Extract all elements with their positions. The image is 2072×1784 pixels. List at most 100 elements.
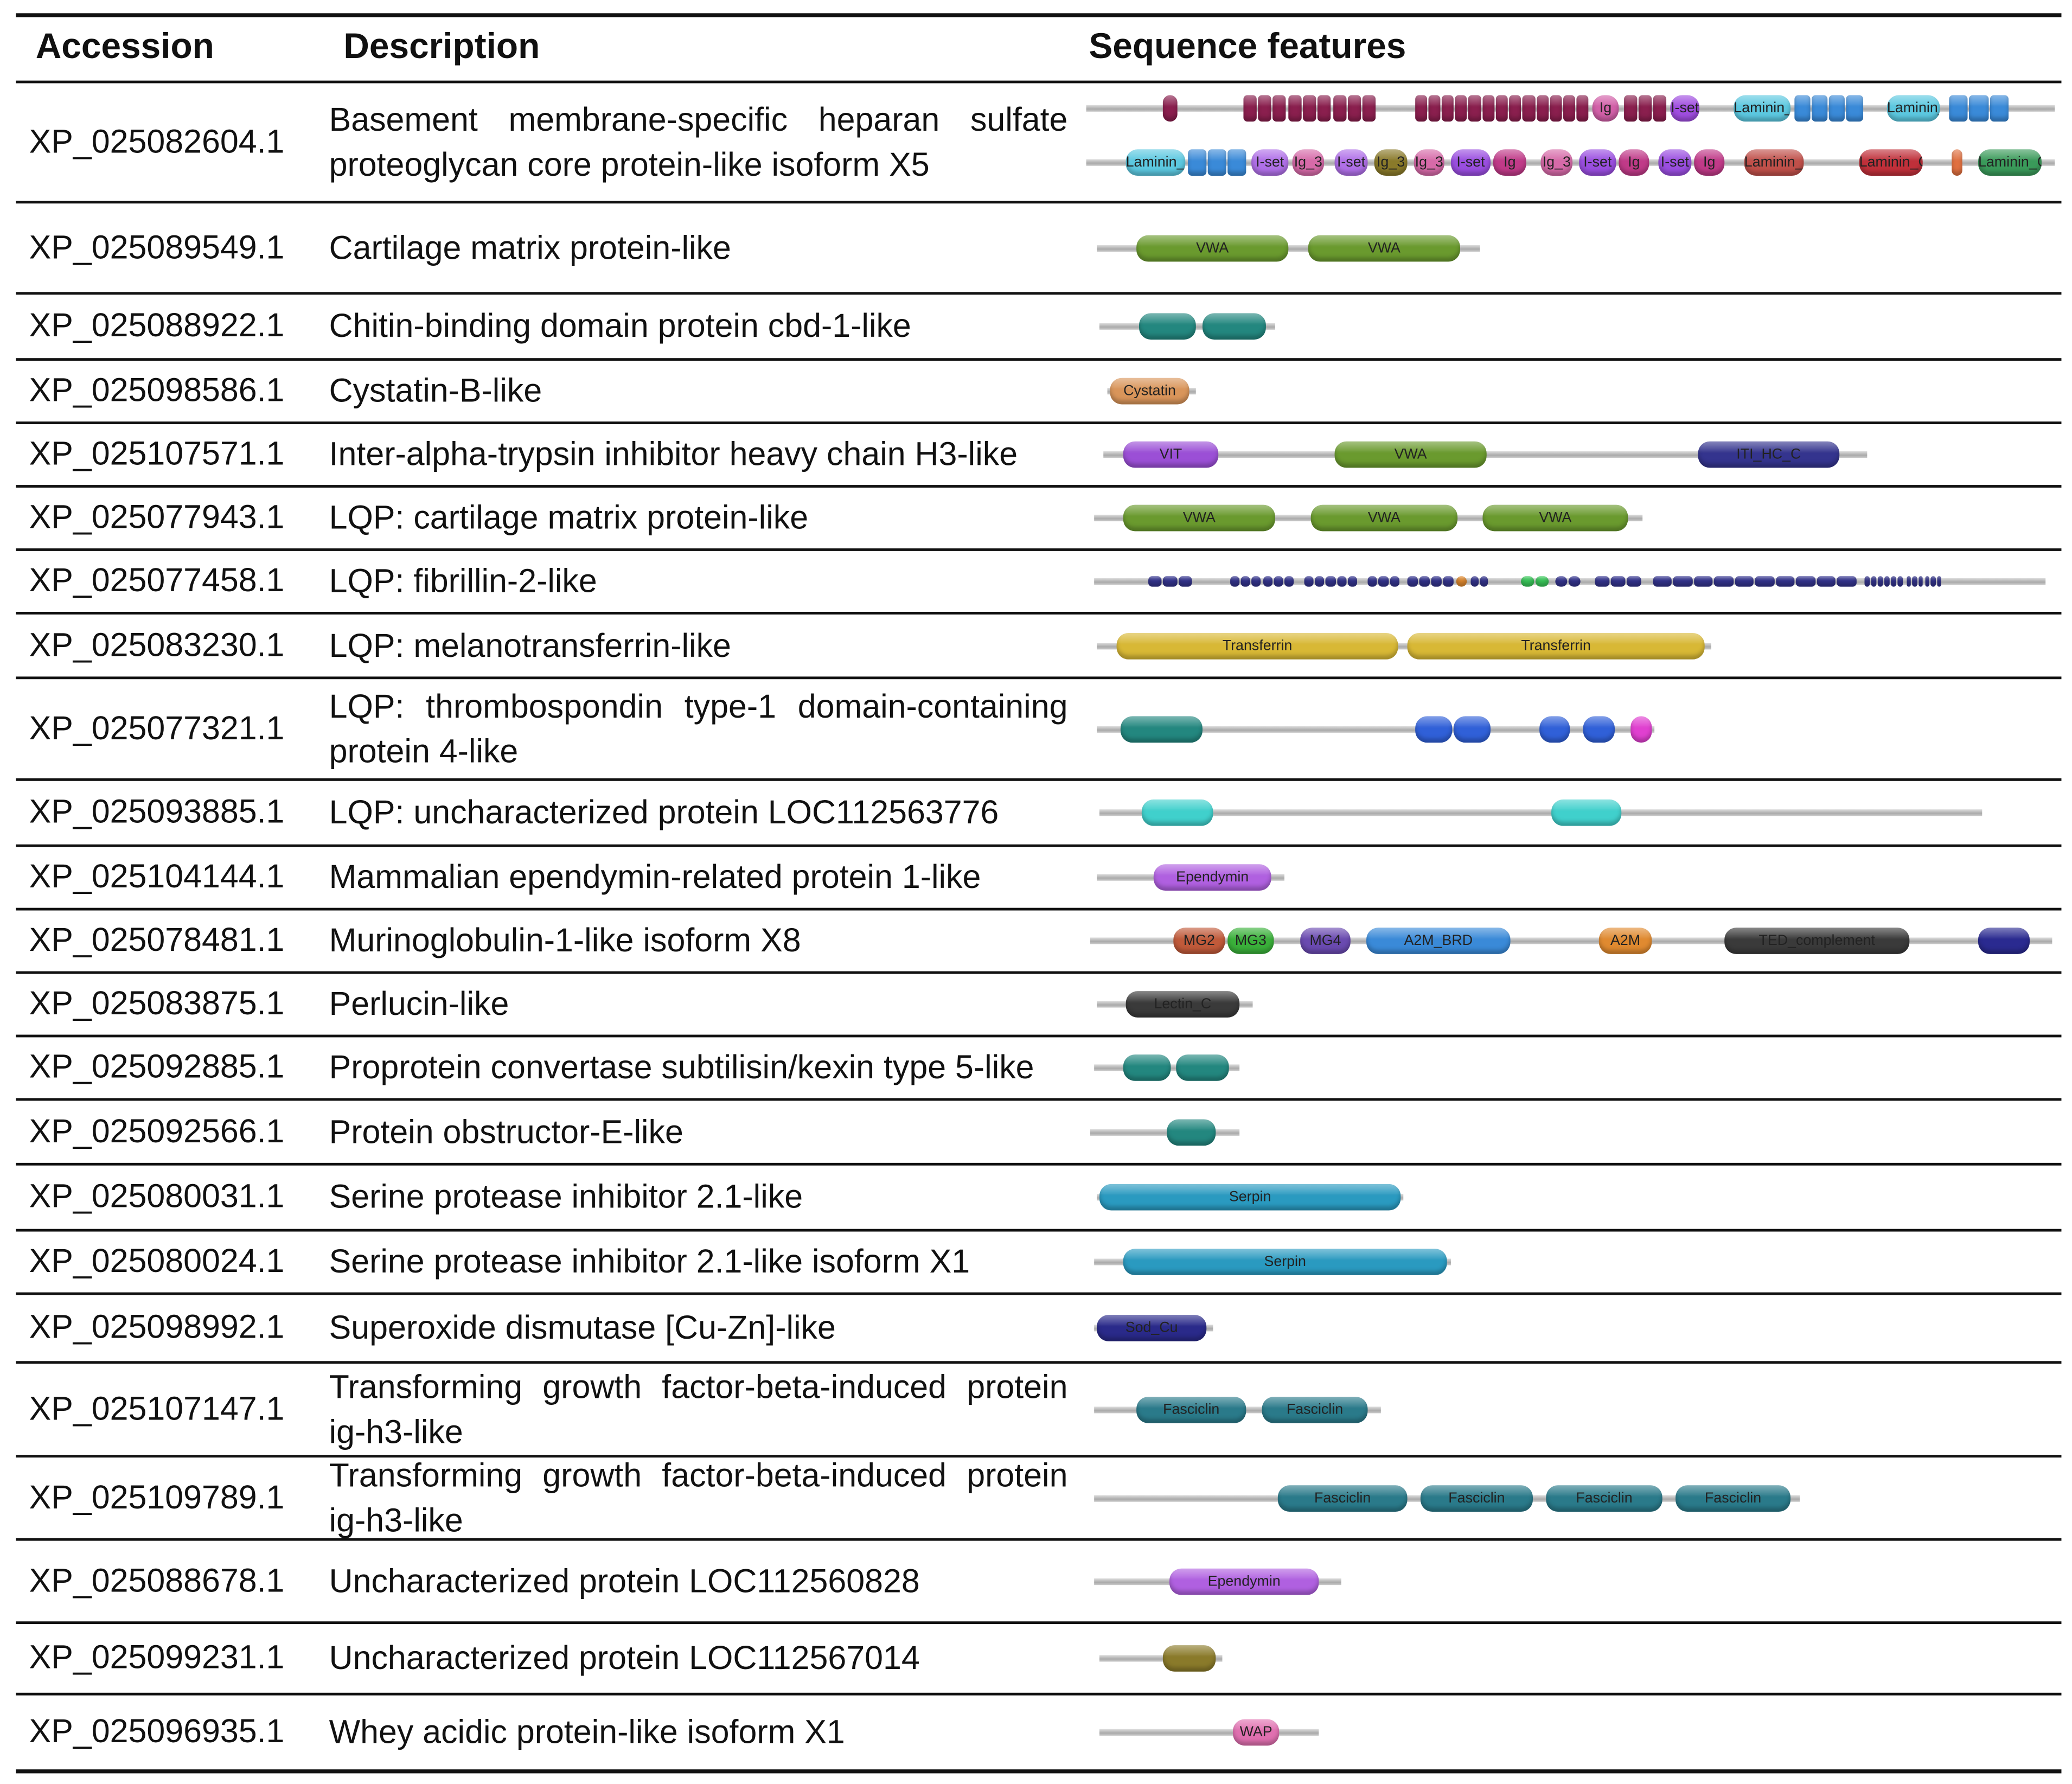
domain-feature xyxy=(1363,95,1377,122)
domain-a2m-brd: A2M_BRD xyxy=(1366,928,1511,954)
domain-feature xyxy=(1468,95,1481,122)
domain-feature xyxy=(1176,1054,1229,1081)
row-rule xyxy=(16,1621,2062,1625)
accession-cell: XP_025098992.1 xyxy=(29,1309,285,1346)
accession-cell: XP_025077943.1 xyxy=(29,498,285,536)
protein-backbone xyxy=(1099,809,1983,816)
domain-feature xyxy=(1251,576,1262,587)
row-rule xyxy=(16,548,2062,551)
domain-feature xyxy=(1906,576,1911,587)
domain-feature xyxy=(1568,576,1580,587)
header-rule xyxy=(16,80,2062,84)
domain-feature xyxy=(1178,576,1193,587)
description-cell: Serine protease inhibitor 2.1-like xyxy=(329,1179,803,1216)
domain-vwa: VWA xyxy=(1136,234,1289,261)
accession-cell: XP_025083875.1 xyxy=(29,985,285,1022)
domain-feature xyxy=(1326,576,1336,587)
domain-feature xyxy=(1673,576,1692,587)
domain-feature xyxy=(1406,576,1417,587)
domain-feature xyxy=(1713,576,1734,587)
accession-cell: XP_025109789.1 xyxy=(29,1479,285,1516)
domain-feature xyxy=(1583,715,1615,742)
domain-feature xyxy=(1430,576,1441,587)
domain-feature xyxy=(1870,576,1876,587)
description-cell: LQP: cartilage matrix protein-like xyxy=(329,499,809,537)
domain-i-set: I-set xyxy=(1251,149,1289,176)
description-cell: Proprotein convertase subtilisin/kexin t… xyxy=(329,1049,1034,1086)
domain-feature xyxy=(1229,576,1239,587)
domain-feature xyxy=(1332,95,1347,122)
domain-feature xyxy=(1653,95,1667,122)
domain-feature xyxy=(1627,576,1642,587)
domain-feature xyxy=(1755,576,1774,587)
domain-feature xyxy=(1257,95,1272,122)
row-rule xyxy=(16,1538,2062,1541)
domain-transferrin: Transferrin xyxy=(1116,632,1398,659)
accession-cell: XP_025092885.1 xyxy=(29,1048,285,1086)
domain-feature xyxy=(1428,95,1441,122)
domain-feature xyxy=(1536,95,1549,122)
domain-vit: VIT xyxy=(1123,441,1219,468)
domain-feature xyxy=(1207,149,1227,176)
domain-iti-hc-c: ITI_HC_C xyxy=(1698,441,1840,468)
domain-feature xyxy=(1523,95,1535,122)
domain-feature xyxy=(1937,576,1942,587)
domain-lectin-c: Lectin_C xyxy=(1125,991,1240,1018)
domain-sod-cu: Sod_Cu xyxy=(1097,1315,1207,1341)
domain-fasciclin: Fasciclin xyxy=(1546,1485,1662,1511)
domain-feature xyxy=(1846,95,1863,122)
row-rule xyxy=(16,358,2062,361)
table-top-rule xyxy=(16,13,2062,17)
domain-i-set: I-set xyxy=(1450,149,1491,176)
row-rule xyxy=(16,292,2062,295)
description-cell: LQP: uncharacterized protein LOC11256377… xyxy=(329,794,999,832)
row-rule xyxy=(16,844,2062,847)
domain-feature xyxy=(1187,149,1206,176)
domain-vwa: VWA xyxy=(1482,504,1628,532)
row-rule xyxy=(16,778,2062,781)
domain-laminin-b: Laminin_B xyxy=(1125,149,1186,176)
domain-feature xyxy=(1162,1645,1216,1672)
domain-feature xyxy=(1924,576,1930,587)
domain-feature xyxy=(1120,715,1203,742)
accession-cell: XP_025088922.1 xyxy=(29,307,285,344)
domain-feature xyxy=(1123,1054,1171,1081)
accession-cell: XP_025088678.1 xyxy=(29,1562,285,1599)
table-row: XP_025109789.1 Transforming growth factor… xyxy=(0,1456,2072,1539)
domain-feature xyxy=(1952,149,1962,176)
domain-feature xyxy=(1314,576,1325,587)
table-row: XP_025092885.1 Proprotein convertase subt… xyxy=(0,1036,2072,1099)
domain-feature xyxy=(1555,576,1567,587)
domain-feature xyxy=(1837,576,1856,587)
description-cell: LQP: melanotransferrin-like xyxy=(329,626,731,664)
description-cell: Inter-alpha-trypsin inhibitor heavy chai… xyxy=(329,436,1018,474)
domain-feature xyxy=(1883,576,1889,587)
domain-feature xyxy=(1414,715,1452,742)
domain-feature xyxy=(1162,95,1178,122)
domain-feature xyxy=(1693,576,1713,587)
domain-feature xyxy=(1890,576,1896,587)
header-sequence-features: Sequence features xyxy=(1089,26,1406,66)
domain-feature xyxy=(1509,95,1521,122)
domain-fasciclin: Fasciclin xyxy=(1420,1485,1533,1511)
domain-feature xyxy=(1442,576,1453,587)
domain-feature xyxy=(1348,576,1358,587)
description-cell: Transforming growth factor-beta-induced … xyxy=(329,1456,1068,1539)
domain-feature xyxy=(1456,576,1467,587)
domain-feature xyxy=(1163,576,1178,587)
domain-ig: Ig xyxy=(1493,149,1526,176)
description-cell: Basement membrane-specific heparan sulfa… xyxy=(329,101,1068,183)
domain-feature xyxy=(1610,576,1626,587)
domain-ig-3: Ig_3 xyxy=(1540,149,1573,176)
